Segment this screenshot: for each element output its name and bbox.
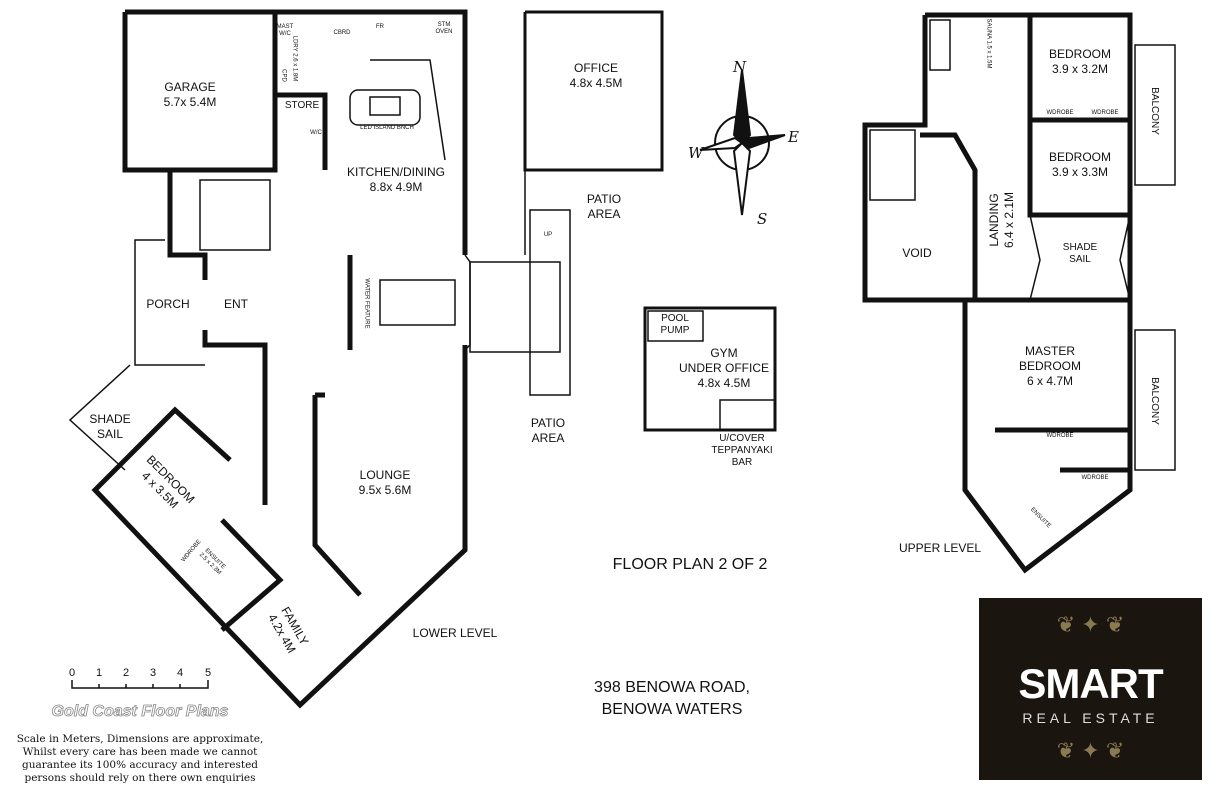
void-label: VOID [902, 246, 932, 260]
compass-south: S [757, 210, 768, 228]
brand-name: SMART [1018, 660, 1163, 707]
store-label: STORE [284, 100, 320, 111]
cbrd-label: CBRD [333, 30, 351, 36]
master-wardrobe-label-2: WDROBE [1081, 475, 1109, 481]
upper-level-walls [862, 12, 1133, 574]
scale-tick-4: 4 [176, 667, 184, 679]
compass-west: W [688, 144, 704, 162]
compass-east: E [788, 128, 799, 146]
stairs-up-label: UP [543, 232, 553, 238]
lower-level-label: LOWER LEVEL [412, 626, 498, 640]
lower-level-thin-lines [68, 59, 571, 471]
scale-tick-0: 0 [68, 667, 76, 679]
island-label: LED ISLAND BNCH [360, 125, 414, 131]
scale-tick-2: 2 [122, 667, 130, 679]
upper-wardrobe-label: WDROBE [1046, 110, 1074, 116]
porch-label: PORCH [146, 297, 190, 311]
scale-tick-3: 3 [149, 667, 157, 679]
brand-subtitle: REAL ESTATE [1022, 710, 1159, 726]
floor-plan-title: FLOOR PLAN 2 OF 2 [612, 556, 768, 573]
lower-level-walls [91, 9, 468, 709]
sauna-label: SAUNA 1.5 x 1.5M [985, 18, 992, 69]
laundry-label: LDRY 2.6 x 1.8M [291, 35, 298, 82]
disclaimer: Scale in Meters, Dimensions are approxim… [16, 733, 264, 784]
upper-wardrobe-label-2: WDROBE [1091, 110, 1119, 116]
fridge-label: FR [376, 24, 384, 30]
master-wardrobe-label: WDROBE [1046, 433, 1074, 439]
scale-tick-5: 5 [204, 667, 212, 679]
balcony-label: BALCONY [1149, 87, 1160, 135]
smart-real-estate-logo: ❦ ✦ ❦ SMART REAL ESTATE ❦ ✦ ❦ [979, 598, 1202, 780]
compass-north: N [733, 58, 747, 76]
office-walls [523, 10, 664, 255]
gym-walls [643, 306, 777, 432]
ornament-icon: ❦ ✦ ❦ [1056, 612, 1125, 637]
compass-rose [699, 69, 786, 216]
scale-bar [71, 680, 209, 689]
credit-logo-text: Gold Coast Floor Plans [51, 703, 229, 721]
water-feature-label: WATER FEATURE [363, 278, 370, 329]
wc-label: W/C [310, 130, 322, 136]
upper-level-thin-lines [869, 19, 1176, 471]
address: 398 BENOWA ROAD,BENOWA WATERS [594, 679, 750, 718]
cupboard-label: CPD [280, 69, 287, 82]
scale-tick-1: 1 [95, 667, 103, 679]
balcony-label-2: BALCONY [1149, 377, 1160, 425]
upper-level-label: UPPER LEVEL [898, 541, 982, 555]
ornament-icon-bottom: ❦ ✦ ❦ [1056, 738, 1125, 763]
entry-label: ENT [224, 297, 248, 311]
